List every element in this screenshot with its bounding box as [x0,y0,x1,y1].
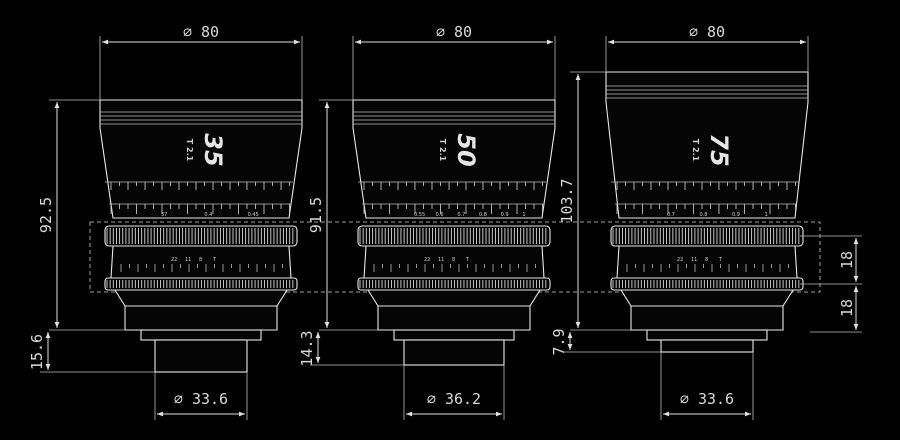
iris-gear-ring [610,277,804,291]
focus-scale-label: 0.9 [732,212,740,218]
front-diameter-label: ∅ 80 [689,23,725,41]
focus-scale-label: 1 [522,212,525,218]
lens-50mm: 50 T 2.1 0.55 0.6 0.7 0.8 0.9 1 22 11 8 T [352,99,556,366]
overall-height-label: 103.7 [558,178,576,223]
rear-diameter-label: ∅ 36.2 [427,390,481,408]
iris-scale-label: 22 [171,257,177,263]
dimensions-75mm: ∅ 80 ∅ 33.6 103.7 7.9 [550,23,809,420]
gear-width-label-2: 18 [838,299,856,317]
iris-scale-label: 8 [199,257,202,263]
iris-scale-label: 11 [691,257,697,263]
focus-scale-label: 1 [765,212,768,218]
focus-scale-label: 0.9 [501,212,509,218]
focus-scale-label: 0.4 [204,212,212,218]
rear-taper [114,289,288,307]
mount-flange [124,305,278,331]
iris-scale-label: 22 [677,257,683,263]
iris-scale-label: 11 [185,257,191,263]
focal-length-engraving: 75 [705,133,733,166]
rear-element-barrel [660,339,754,353]
tstop-engraving: T 2.1 [438,139,447,162]
lens-75mm: 75 T 2.1 0.7 0.8 0.9 1 22 11 8 T [605,71,809,353]
iris-scale-label: 8 [452,257,455,263]
iris-scale-label: T [465,257,470,263]
focus-scale-label: 0.7 [457,212,465,218]
focus-scale-ticks [110,182,290,214]
iris-scale-label: T [212,257,217,263]
rear-diameter-label: ∅ 33.6 [680,390,734,408]
focus-scale-label: 0.55 [414,212,425,218]
dimensions-50mm: ∅ 80 ∅ 36.2 91.5 14.3 [298,23,556,420]
tstop-engraving: T 2.1 [691,139,700,162]
focus-gear-ring [104,225,298,247]
lens-35mm: 35 T 2.1 37 0.4 0.45 22 11 8 T [99,99,303,373]
overall-height-label: 92.5 [37,197,55,233]
focus-scale-label: 0.45 [248,212,259,218]
mount-flange [377,305,531,331]
front-diameter-label: ∅ 80 [183,23,219,41]
mount-depth-label: 14.3 [298,330,316,366]
iris-gear-ring [104,277,298,291]
focus-scale-label: 0.8 [479,212,487,218]
front-diameter-label: ∅ 80 [436,23,472,41]
mount-ring [393,329,515,341]
mount-depth-label: 7.9 [550,328,568,355]
rear-diameter-label: ∅ 33.6 [174,390,228,408]
iris-scale-label: 11 [438,257,444,263]
focus-scale-ticks [616,182,796,214]
tstop-engraving: T 2.1 [185,139,194,162]
mount-flange [630,305,784,331]
focus-gear-ring [610,225,804,247]
focus-scale-label: 0.7 [667,212,675,218]
iris-scale-label: 8 [705,257,708,263]
overall-height-label: 91.5 [307,197,325,233]
focus-scale-label: 37 [161,212,167,218]
mount-depth-label: 15.6 [28,334,46,370]
iris-scale-label: 22 [424,257,430,263]
focal-length-engraving: 50 [452,133,480,166]
gear-dimension-group: 18 18 [800,235,862,333]
focal-length-engraving: 35 [199,133,227,166]
focus-gear-ring [357,225,551,247]
rear-taper [367,289,541,307]
iris-scale-label: T [718,257,723,263]
gear-width-label-1: 18 [838,251,856,269]
mount-ring [646,329,768,341]
focus-scale-ticks [363,182,543,214]
mount-ring [140,329,262,341]
rear-element-barrel [154,339,248,373]
rear-element-barrel [403,339,505,366]
rear-taper [620,289,794,307]
focus-scale-label: 0.6 [436,212,444,218]
focus-scale-label: 0.8 [700,212,708,218]
dimensions-35mm: ∅ 80 ∅ 33.6 92.5 15.6 [28,23,303,420]
iris-gear-ring [357,277,551,291]
